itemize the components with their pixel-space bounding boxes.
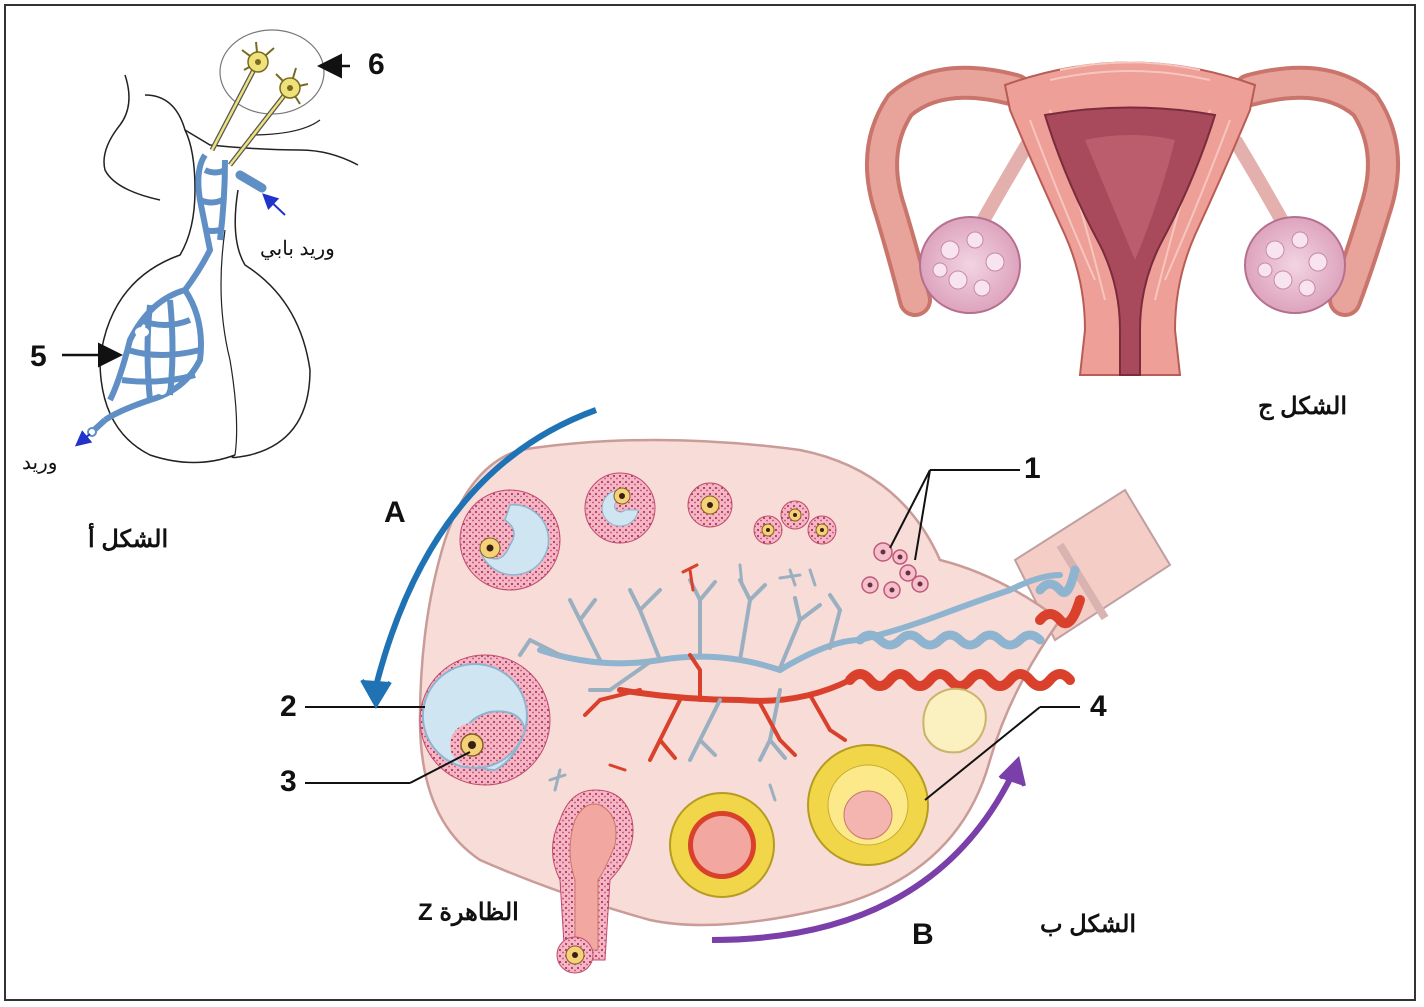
hypothalamus-outline — [104, 75, 160, 200]
corpus-luteum — [808, 745, 928, 865]
portal-vein-inflow-arrow — [265, 196, 285, 215]
marker-4: 4 — [1090, 690, 1107, 724]
marker-1: 1 — [1024, 452, 1041, 486]
corpus-albicans — [923, 689, 986, 753]
tertiary-follicle — [460, 490, 560, 590]
vein-outflow-arrow — [78, 434, 90, 444]
vein-label: وريد — [22, 450, 57, 475]
marker-3: 3 — [280, 765, 297, 799]
phenomenon-z-label: الظاهرة Z — [418, 898, 519, 927]
figure-c-caption: الشكل ج — [1258, 392, 1347, 421]
figure-b-caption: الشكل ب — [1040, 910, 1136, 939]
secondary-follicle — [585, 473, 655, 543]
portal-vein-label: وريد بابي — [260, 236, 335, 261]
marker-5: 5 — [30, 340, 47, 374]
arrow-b-label: B — [912, 918, 934, 952]
posterior-lobe-outline — [232, 190, 310, 458]
arrow-a-label: A — [384, 496, 406, 530]
figure-a-caption: الشكل أ — [88, 525, 168, 554]
figure-c-uterus — [882, 63, 1383, 376]
graafian-follicle — [420, 655, 550, 785]
marker-2: 2 — [280, 690, 297, 724]
figure-b-ovary — [305, 410, 1170, 973]
marker-6: 6 — [368, 48, 385, 82]
corpus-luteum-early — [670, 793, 774, 897]
